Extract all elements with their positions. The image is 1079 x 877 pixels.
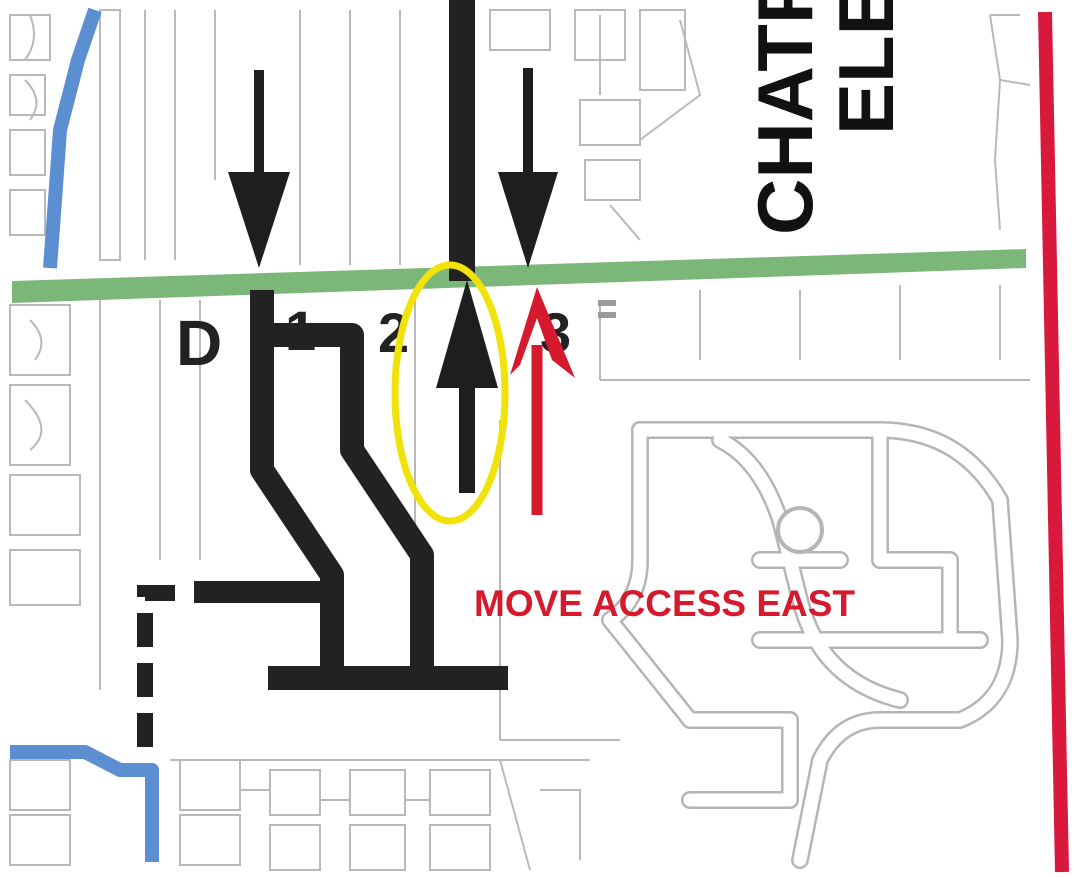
school-label-line2: ELE xyxy=(822,0,910,135)
parcel-lines xyxy=(9,9,1031,871)
roadway-network xyxy=(137,0,616,760)
arrow-up-icon xyxy=(510,287,575,515)
school-label-line1: CHATF xyxy=(741,0,829,235)
red-boundary-line xyxy=(1038,11,1069,873)
park-paths xyxy=(601,421,1019,869)
green-street xyxy=(12,249,1026,303)
school-label: CHATF ELE xyxy=(741,0,910,235)
west-road-alignment xyxy=(250,290,344,687)
east-road-alignment xyxy=(250,323,434,687)
move-access-east-annotation: MOVE ACCESS EAST xyxy=(474,583,855,624)
dashed-connector xyxy=(137,585,175,760)
blue-channels xyxy=(10,7,159,862)
roadway-label-digit-1: 1 xyxy=(285,299,316,362)
roadway-label-letter: D xyxy=(176,307,222,379)
arrow-up-icon xyxy=(436,280,498,493)
highlight-ellipse xyxy=(391,261,509,525)
arrow-down-icon xyxy=(228,70,290,268)
access-arrows xyxy=(228,68,575,515)
arrow-down-icon xyxy=(498,68,558,268)
